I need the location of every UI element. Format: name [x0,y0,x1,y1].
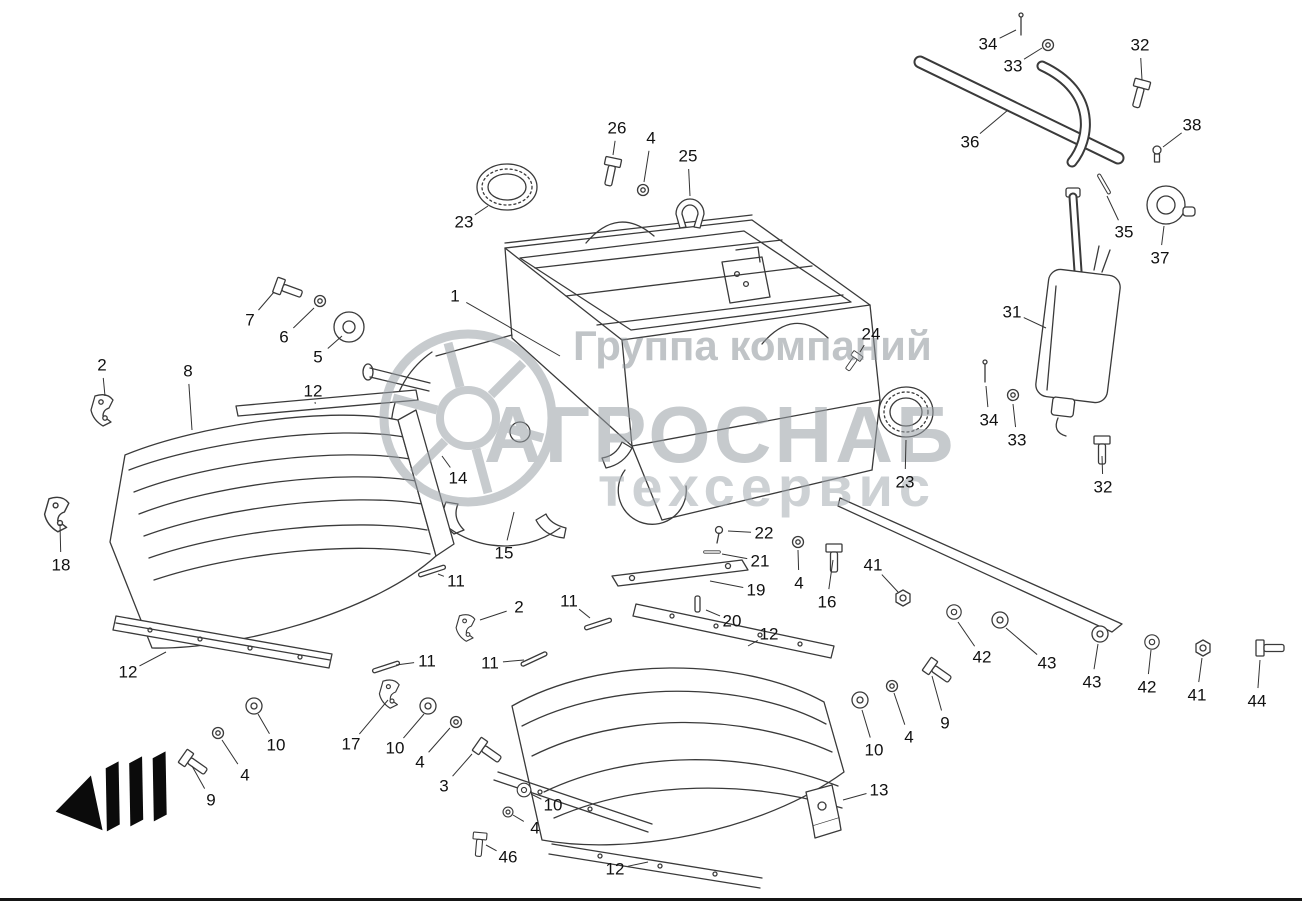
part-label-10-49: 10 [385,738,405,758]
main-frame-assembly [362,214,881,521]
part-label-9-56: 9 [940,713,950,733]
part-label-2-34: 2 [514,597,524,617]
watermark: Группа компаний АГРОСНАБ техсервис [379,322,956,518]
part-label-10-48: 10 [266,735,286,755]
part-label-33-1: 33 [1003,56,1023,76]
bushing-5 [333,311,365,343]
support-bracket [805,784,842,839]
part-label-14-24: 14 [448,468,468,488]
pin-34-top [1018,12,1024,36]
part-label-12-37: 12 [759,624,779,644]
screw-22 [714,525,724,544]
part-label-16-31: 16 [817,592,837,612]
part-label-5-14: 5 [313,347,323,367]
part-label-12-61: 12 [605,859,625,879]
ribbed-ring-left [476,163,538,211]
direction-arrow-icon [55,751,167,832]
part-label-3-52: 3 [439,776,449,796]
left-blade-strip [112,615,333,669]
part-label-4-6: 4 [646,128,656,148]
shackle-25 [675,198,705,229]
part-label-19-29: 19 [746,580,766,600]
part-label-22-27: 22 [754,523,774,543]
part-label-35-9: 35 [1114,222,1134,242]
ribbed-ring-right [878,386,934,438]
part-label-17-47: 17 [341,734,361,754]
part-label-9-53: 9 [206,790,216,810]
part-label-12-19: 12 [303,381,323,401]
part-label-18-26: 18 [51,555,71,575]
part-label-43-43: 43 [1082,672,1102,692]
part-label-41-32: 41 [863,555,883,575]
part-label-44-46: 44 [1247,691,1267,711]
part-label-21-28: 21 [750,551,770,571]
hardware-parts [43,12,1285,858]
plate-19 [611,559,749,587]
rear-hood-panel [493,603,845,889]
part-label-42-44: 42 [1137,677,1157,697]
part-label-7-12: 7 [245,310,255,330]
part-label-32-23: 32 [1093,477,1113,497]
part-label-34-20: 34 [979,410,999,430]
part-label-1-11: 1 [450,286,460,306]
part-label-12-40: 12 [118,662,138,682]
part-label-25-7: 25 [678,146,698,166]
part-label-42-38: 42 [972,647,992,667]
part-label-23-22: 23 [895,472,915,492]
pin-20 [694,595,701,613]
part-label-24-16: 24 [861,324,881,344]
part-label-4-30: 4 [794,573,804,593]
scraper-blade [837,497,1123,633]
part-label-38-4: 38 [1182,115,1202,135]
part-label-33-21: 33 [1007,430,1027,450]
part-label-15-25: 15 [494,543,514,563]
bottom-border [0,898,1302,901]
part-38 [1152,145,1162,163]
part-label-46-60: 46 [498,847,518,867]
watermark-line2: АГРОСНАБ [484,390,956,479]
part-label-37-10: 37 [1150,248,1170,268]
wheel-logo-icon [379,329,557,507]
part-label-13-57: 13 [869,780,889,800]
part-label-20-36: 20 [722,611,742,631]
part-label-11-42: 11 [481,653,499,673]
part-label-10-54: 10 [864,740,884,760]
part-label-31-15: 31 [1002,302,1022,322]
part-label-4-51: 4 [415,752,425,772]
part-label-36-3: 36 [960,132,980,152]
part-label-4-55: 4 [904,727,914,747]
part-label-43-39: 43 [1037,653,1057,673]
left-hood-panel [109,389,455,649]
roller-37 [1146,185,1196,225]
part-label-6-13: 6 [279,327,289,347]
part-label-2-17: 2 [97,355,107,375]
part-label-23-8: 23 [454,212,474,232]
part-label-10-58: 10 [543,795,563,815]
part-label-34-0: 34 [978,34,998,54]
part-label-26-5: 26 [607,118,627,138]
part-label-11-41: 11 [418,651,436,671]
part-label-8-18: 8 [183,361,193,381]
top-rod [913,55,1125,168]
part-label-32-2: 32 [1130,35,1150,55]
watermark-line3: техсервис [598,455,936,518]
part-label-41-45: 41 [1187,685,1207,705]
part-label-4-59: 4 [530,818,540,838]
part-label-11-35: 11 [560,591,578,611]
actuator-cylinder [1035,187,1121,437]
watermark-line1: Группа компаний [573,322,932,369]
pin-34-right [982,359,988,383]
leader-lines [59,29,1261,867]
part-label-11-33: 11 [447,571,465,591]
part-label-4-50: 4 [240,765,250,785]
